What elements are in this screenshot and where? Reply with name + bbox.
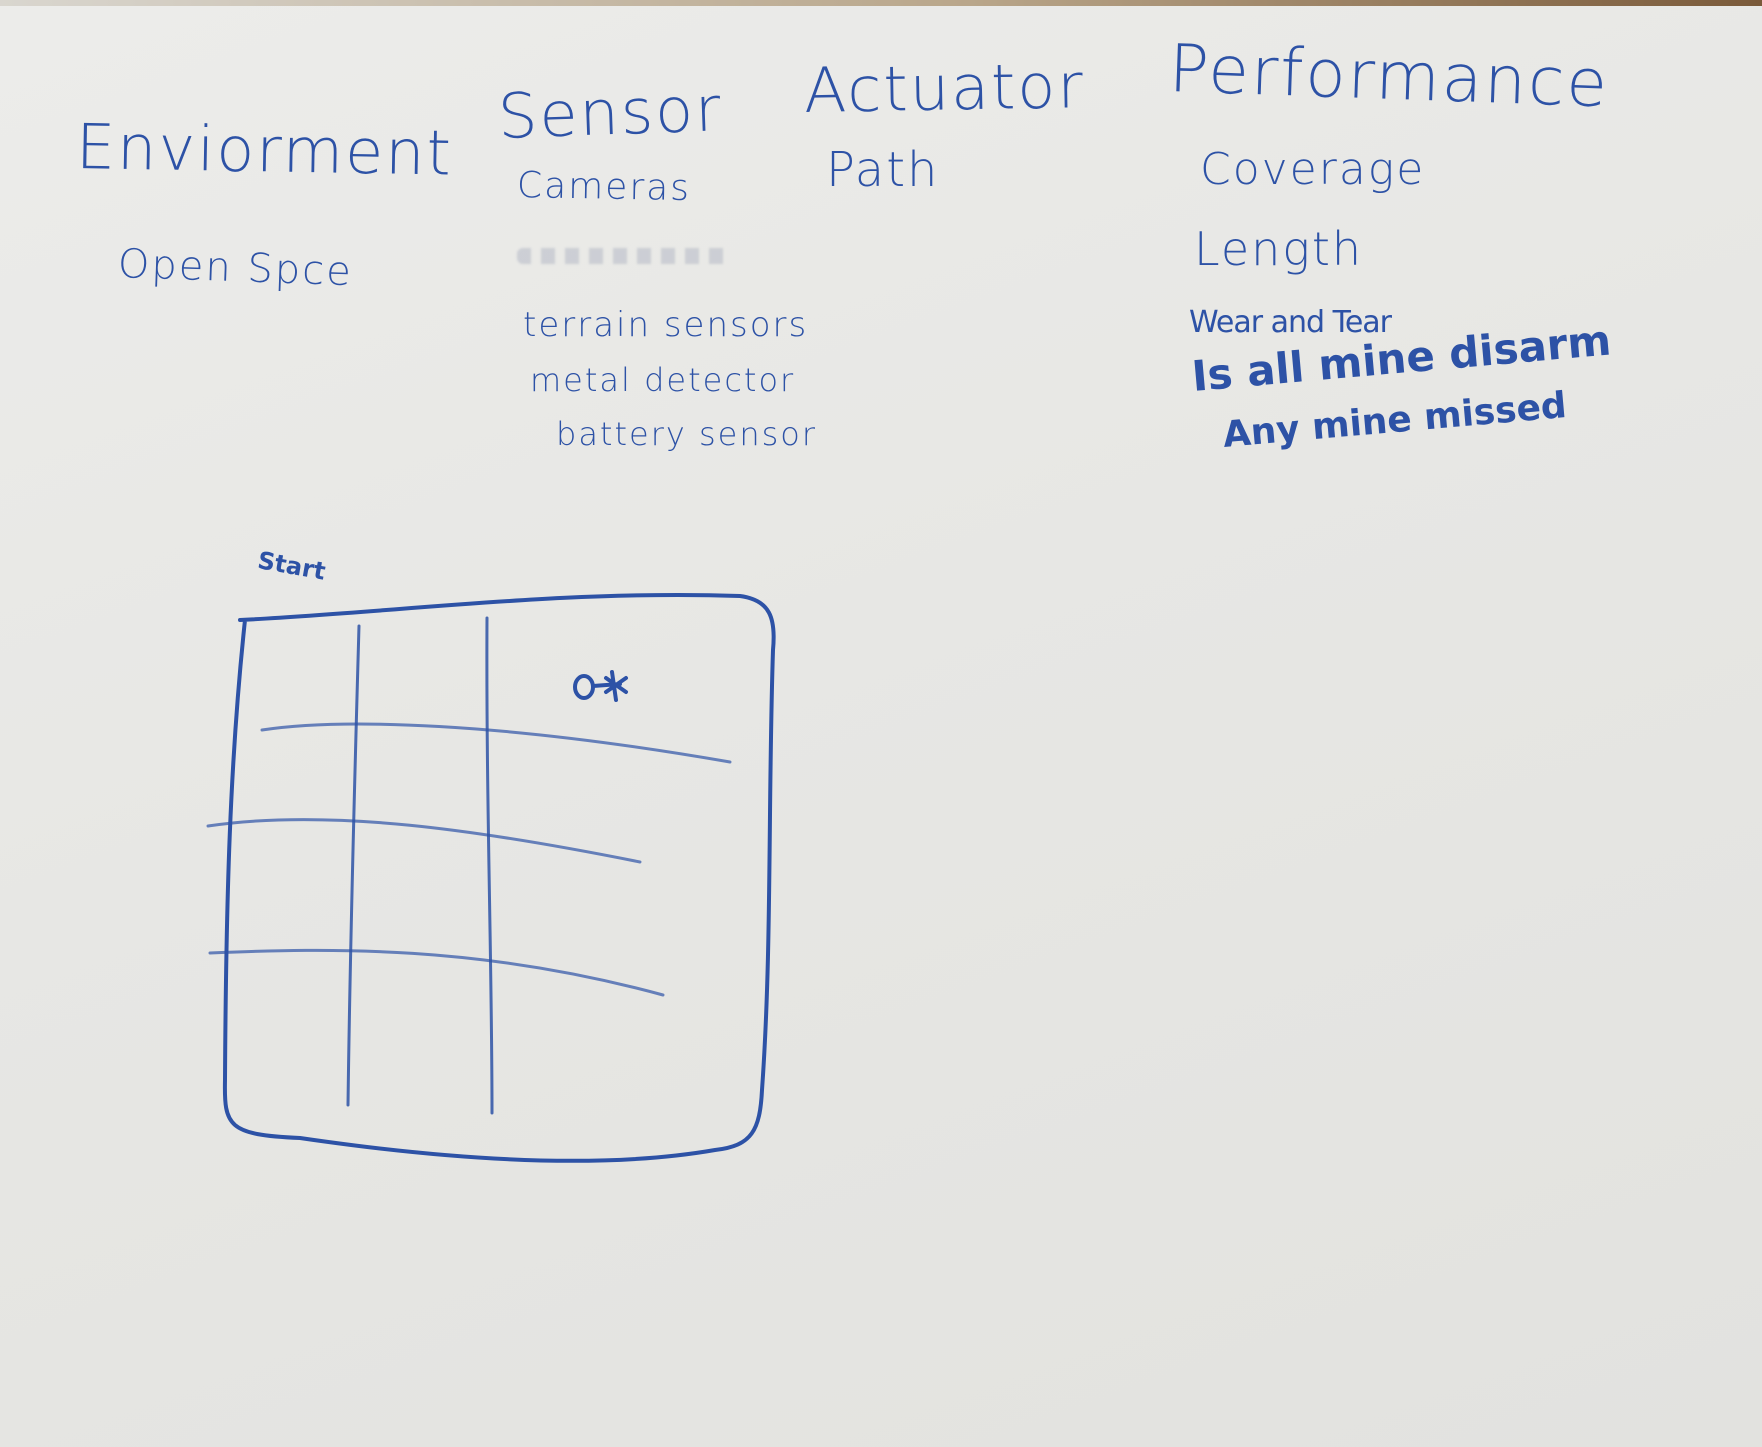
- sensor-item-battery: battery sensor: [556, 415, 818, 453]
- sensor-item-metal-detector: metal detector: [530, 361, 796, 399]
- board-frame: [0, 0, 1762, 6]
- grid-horizontal-line: [208, 948, 665, 997]
- sensor-item-terrain: terrain sensors: [523, 305, 809, 345]
- grid-vertical-line: [346, 624, 361, 1107]
- perf-item-wear-and-tear: Wear and Tear: [1189, 305, 1392, 340]
- perf-item-coverage: Coverage: [1200, 144, 1426, 195]
- erased-text: [517, 248, 732, 264]
- key-icon: [573, 670, 628, 702]
- grid-horizontal-line: [206, 818, 642, 864]
- actuator-item-path: Path: [826, 142, 940, 198]
- grid-vertical-line: [485, 616, 494, 1115]
- grid-horizontal-line: [260, 722, 732, 764]
- grid-outer-border: [222, 592, 776, 1163]
- perf-item-length: Length: [1194, 222, 1364, 276]
